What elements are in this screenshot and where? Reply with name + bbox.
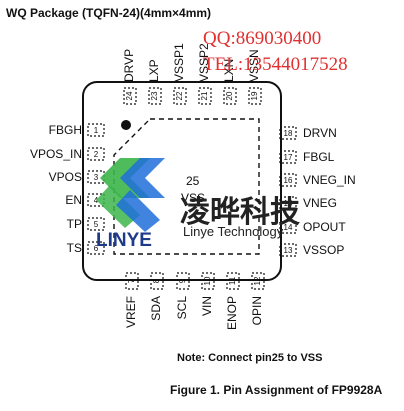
pin-name-bottom: VIN — [200, 296, 214, 316]
pin-name-right: VNEG_IN — [303, 173, 356, 187]
package-body — [82, 81, 282, 281]
pin-name-bottom: VREF — [124, 296, 138, 328]
pin-number-top: 20 — [225, 91, 234, 100]
pin-number-right: 13 — [284, 246, 293, 255]
pin-pad-top — [173, 87, 187, 105]
pin-pad-right — [279, 126, 297, 140]
pin-name-right: FBGL — [303, 150, 335, 164]
pin-name-bottom: OPIN — [250, 296, 264, 325]
note-text: Note: Connect pin25 to VSS — [177, 352, 322, 364]
pin-pad-right — [279, 173, 297, 187]
pin-number-right: 15 — [284, 199, 293, 208]
pin-number-bottom: 9 — [178, 278, 187, 283]
figure-caption: Figure 1. Pin Assignment of FP9928A — [170, 383, 383, 397]
pin-name-bottom: ENOP — [225, 296, 239, 330]
pin-pad-right — [279, 243, 297, 257]
pin-number-left: 1 — [94, 126, 99, 135]
linye-logo-icon — [96, 158, 165, 232]
pin-name-left: TP — [67, 217, 82, 231]
pin-number-top: 23 — [150, 91, 159, 100]
watermark-brand-cn: 凌晔科技 — [180, 195, 300, 230]
pin-number-right: 18 — [284, 129, 293, 138]
watermark-tel: TEL:13544017528 — [203, 54, 348, 75]
pin-number-left: 6 — [94, 244, 99, 253]
pin-pad-bottom — [125, 272, 139, 290]
pin-pad-bottom — [150, 272, 164, 290]
pin-number-left: 4 — [94, 196, 99, 205]
pin-number-top: 21 — [200, 91, 209, 100]
pin-pad-right — [279, 150, 297, 164]
pin-number-bottom: 11 — [228, 276, 237, 285]
pin-pad-bottom — [226, 272, 240, 290]
pin-name-top: LXN — [222, 59, 236, 82]
pin-name-right: OPOUT — [303, 220, 346, 234]
pin-pad-bottom — [176, 272, 190, 290]
pin-name-bottom: SCL — [175, 296, 189, 320]
watermark-brand-sub: Linye Technology — [183, 224, 284, 239]
pin-number-bottom: 10 — [203, 276, 212, 285]
pin-number-left: 3 — [94, 173, 99, 182]
pin-name-right: VSSOP — [303, 243, 344, 257]
pins-layer: 1 FBGH 2 VPOS_IN 3 VPOS 4 EN 5 TP 6 TS 18 DRVN 17 FBGL 1… — [30, 43, 356, 330]
pin-pad-top — [198, 87, 212, 105]
pin-name-right: DRVN — [303, 126, 337, 140]
pin-name-bottom: SDA — [149, 296, 163, 321]
pin-number-left: 2 — [94, 150, 99, 159]
pin-pad-bottom — [251, 272, 265, 290]
pin-name-top: VSSN — [247, 49, 261, 82]
pin-pad-right — [279, 196, 297, 210]
pin-pad-left — [87, 217, 105, 231]
pin-pad-right — [279, 220, 297, 234]
pin-name-top: LXP — [147, 59, 161, 82]
pin-pad-top — [223, 87, 237, 105]
pin-name-top: VSSP1 — [172, 43, 186, 82]
pin-pad-top — [248, 87, 262, 105]
center-pad-number: 25 — [186, 174, 200, 188]
pin-number-bottom: 7 — [127, 278, 136, 283]
pin-number-top: 19 — [250, 91, 259, 100]
pin-number-top: 24 — [125, 91, 134, 100]
package-title: WQ Package (TQFN-24)(4mm×4mm) — [6, 6, 211, 20]
pin-name-right: VNEG — [303, 196, 337, 210]
pin-name-left: EN — [65, 193, 82, 207]
pin-pad-left — [87, 241, 105, 255]
pin-name-left: VPOS — [49, 170, 82, 184]
pin-pad-top — [148, 87, 162, 105]
pin-pad-bottom — [201, 272, 215, 290]
pin-name-top: VSSP2 — [197, 43, 211, 82]
pin-number-left: 5 — [94, 220, 99, 229]
pin-name-left: TS — [67, 241, 82, 255]
exposed-pad-outline — [113, 118, 260, 255]
pin-name-left: VPOS_IN — [30, 147, 82, 161]
center-pad-label: VSS — [181, 191, 205, 205]
pin1-indicator-dot — [121, 120, 131, 130]
pin-number-right: 14 — [284, 223, 293, 232]
pin-pad-top — [123, 87, 137, 105]
pin-number-right: 16 — [284, 176, 293, 185]
pin-pad-left — [87, 123, 105, 137]
pin-pad-left — [87, 147, 105, 161]
pin-name-left: FBGH — [49, 123, 82, 137]
watermark-qq: QQ:869030400 — [203, 28, 321, 49]
watermark-brand-en: LINYE — [96, 230, 152, 251]
pin-number-bottom: 8 — [152, 278, 161, 283]
pin-name-top: DRVP — [122, 49, 136, 82]
pin-number-right: 17 — [284, 153, 293, 162]
pin-number-bottom: 12 — [253, 276, 262, 285]
pin-number-top: 22 — [175, 91, 184, 100]
